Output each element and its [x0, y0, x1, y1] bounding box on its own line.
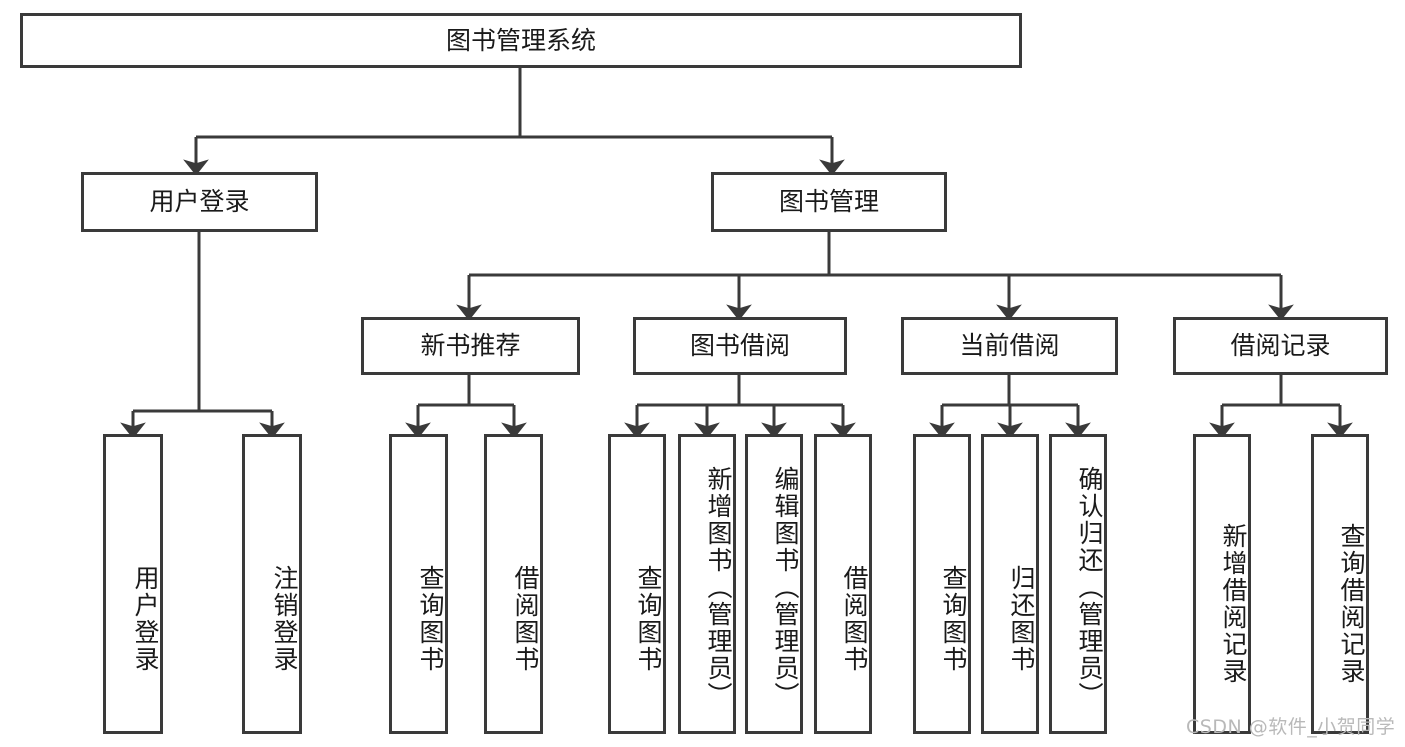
- node-label: 当前借阅: [959, 331, 1060, 361]
- node-label: 借阅图书: [840, 565, 869, 673]
- node-label: 借阅图书: [511, 565, 540, 673]
- node-label: 图书管理系统: [445, 25, 596, 55]
- leaf-new-book-borrow-book[interactable]: 借阅图书: [484, 434, 543, 734]
- node-current-borrow[interactable]: 当前借阅: [901, 317, 1118, 375]
- node-book-management[interactable]: 图书管理: [711, 172, 947, 232]
- node-label: 查询图书: [939, 565, 968, 673]
- node-label: 查询图书: [416, 565, 445, 673]
- node-label: 图书管理: [778, 187, 879, 217]
- node-label: 查询图书: [634, 565, 663, 673]
- node-label: 新增图书（管理员）: [704, 465, 733, 709]
- leaf-user-login-logout[interactable]: 注销登录: [242, 434, 302, 734]
- node-user-login[interactable]: 用户登录: [81, 172, 318, 232]
- node-root-book-management-system[interactable]: 图书管理系统: [20, 13, 1022, 68]
- node-borrow-record[interactable]: 借阅记录: [1173, 317, 1388, 375]
- leaf-current-confirm-return-admin[interactable]: 确认归还（管理员）: [1049, 434, 1107, 734]
- node-label: 图书借阅: [689, 331, 790, 361]
- node-book-borrow[interactable]: 图书借阅: [633, 317, 847, 375]
- leaf-record-query-borrow-record[interactable]: 查询借阅记录: [1311, 434, 1369, 734]
- node-label: 借阅记录: [1230, 331, 1331, 361]
- leaf-user-login-login[interactable]: 用户登录: [103, 434, 163, 734]
- leaf-record-add-borrow-record[interactable]: 新增借阅记录: [1193, 434, 1251, 734]
- node-label: 注销登录: [270, 565, 299, 673]
- node-label: 查询借阅记录: [1337, 523, 1366, 685]
- node-label: 新书推荐: [420, 331, 521, 361]
- leaf-new-book-query-book[interactable]: 查询图书: [389, 434, 448, 734]
- node-label: 新增借阅记录: [1219, 523, 1248, 685]
- csdn-watermark: CSDN @软件_小贺同学: [1186, 716, 1396, 738]
- leaf-borrow-edit-book-admin[interactable]: 编辑图书（管理员）: [745, 434, 803, 734]
- node-label: 用户登录: [149, 187, 250, 217]
- leaf-borrow-borrow-book[interactable]: 借阅图书: [814, 434, 872, 734]
- node-new-book-recommend[interactable]: 新书推荐: [361, 317, 580, 375]
- node-label: 编辑图书（管理员）: [771, 465, 800, 709]
- leaf-borrow-query-book[interactable]: 查询图书: [608, 434, 666, 734]
- leaf-current-query-book[interactable]: 查询图书: [913, 434, 971, 734]
- node-label: 用户登录: [131, 565, 160, 673]
- node-label: 归还图书: [1007, 565, 1036, 673]
- node-label: 确认归还（管理员）: [1075, 465, 1104, 709]
- leaf-current-return-book[interactable]: 归还图书: [981, 434, 1039, 734]
- leaf-borrow-add-book-admin[interactable]: 新增图书（管理员）: [678, 434, 736, 734]
